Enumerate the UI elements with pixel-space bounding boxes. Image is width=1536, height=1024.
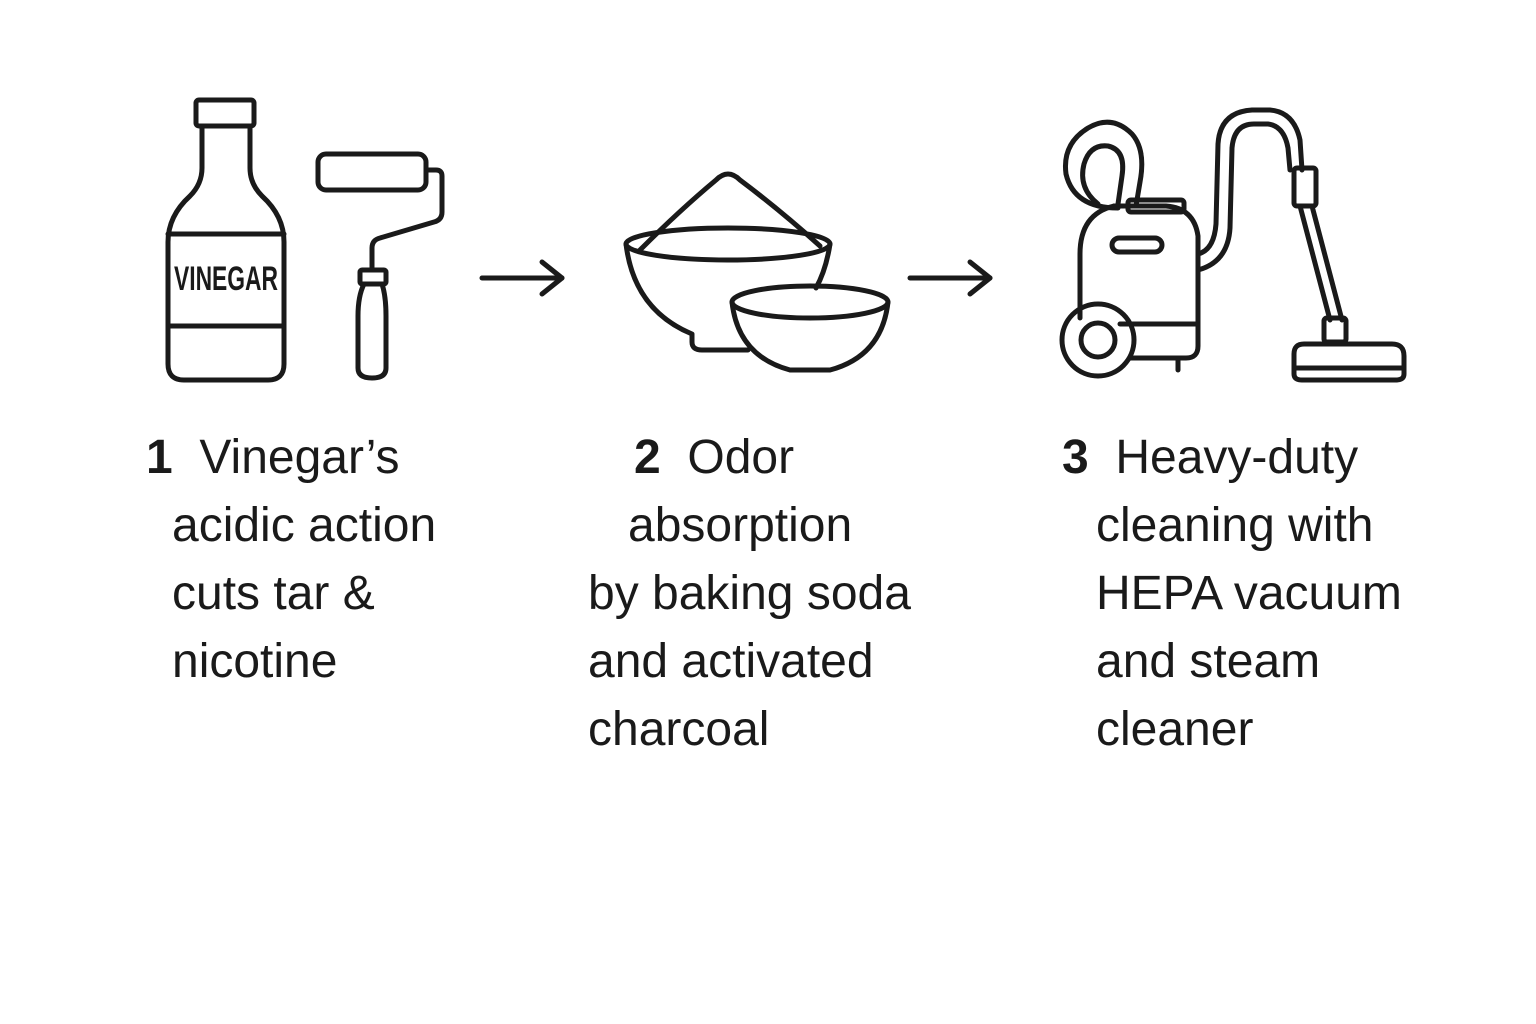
step-3-line-3: HEPA vacuum	[1096, 567, 1402, 620]
step-2-line-3: by baking soda	[588, 567, 911, 620]
step-1-line-4: nicotine	[172, 635, 338, 688]
step-1-first-line: 1 Vinegar’s	[146, 424, 436, 492]
step-2-text: 2 Odor absorption by baking soda and act…	[588, 424, 911, 764]
step-3-first-line: 3 Heavy-duty	[1062, 424, 1402, 492]
arrow-right-icon	[906, 258, 998, 303]
vacuum-cleaner-icon	[1056, 104, 1408, 388]
step-1-text: 1 Vinegar’s acidic action cuts tar & nic…	[146, 424, 436, 696]
step-2-line-2: absorption	[628, 499, 853, 552]
baking-soda-bowls-icon	[620, 160, 896, 380]
step-2-line-4: and activated	[588, 635, 874, 688]
step-3-line-4: and steam	[1096, 635, 1321, 688]
step-3-line-2: cleaning with	[1096, 499, 1374, 552]
step-1-number: 1	[146, 431, 173, 484]
step-1-line-1: Vinegar’s	[199, 431, 400, 484]
step-2-line-5: charcoal	[588, 703, 770, 756]
paint-roller-icon	[310, 146, 452, 386]
step-3-line-5: cleaner	[1096, 703, 1254, 756]
step-2-line-1: Odor	[687, 431, 795, 484]
step-2-number: 2	[634, 431, 661, 484]
vinegar-bottle-icon: VINEGAR	[160, 92, 292, 388]
arrow-right-icon	[478, 258, 570, 303]
step-3-text: 3 Heavy-duty cleaning with HEPA vacuum a…	[1062, 424, 1402, 764]
step-3-line-1: Heavy-duty	[1115, 431, 1359, 484]
step-3-number: 3	[1062, 431, 1089, 484]
step-1-line-3: cuts tar &	[172, 567, 375, 620]
bottle-label: VINEGAR	[174, 260, 278, 298]
step-2-first-line: 2 Odor	[588, 424, 911, 492]
step-1-line-2: acidic action	[172, 499, 437, 552]
